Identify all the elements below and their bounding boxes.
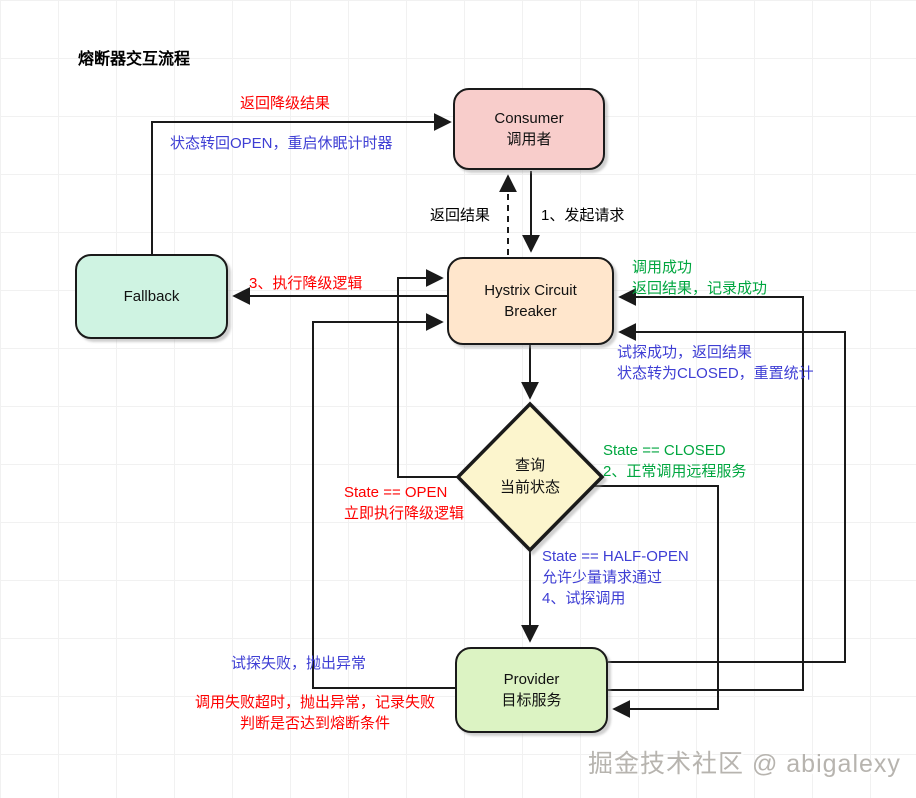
node-hystrix: Hystrix Circuit Breaker (447, 257, 614, 345)
label-return-degraded: 返回降级结果 (240, 95, 331, 112)
label-invoke-success: 调用成功 返回结果，记录成功 (632, 259, 768, 297)
label-state-back-open: 状态转回OPEN，重启休眠计时器 (170, 135, 393, 152)
label-exec-fallback: 3、执行降级逻辑 (249, 275, 363, 292)
label-state-open: State == OPEN 立即执行降级逻辑 (344, 484, 465, 522)
label-initiate-request: 1、发起请求 (541, 207, 625, 224)
label-probe-fail: 试探失败，抛出异常 (231, 655, 367, 672)
label-state-closed: State == CLOSED 2、正常调用远程服务 (603, 442, 747, 480)
diagram-title: 熔断器交互流程 (78, 51, 191, 68)
edge-invoke-success (608, 288, 804, 691)
decision-diamond-shape (455, 401, 605, 553)
label-call-fail: 调用失败超时，抛出异常，记录失败 判断是否达到熔断条件 (194, 694, 435, 732)
edge-state-closed (594, 485, 719, 718)
node-consumer: Consumer 调用者 (453, 88, 605, 170)
label-probe-success: 试探成功，返回结果 状态转为CLOSED，重置统计 (617, 344, 814, 382)
node-decision-label: 查询 当前状态 (499, 457, 560, 496)
edge-provider-fail (312, 313, 455, 689)
edge-probe-success (608, 323, 846, 663)
watermark: 掘金技术社区 @ abigalexy (588, 750, 901, 778)
label-state-half-open: State == HALF-OPEN 允许少量请求通过 4、试探调用 (542, 548, 689, 607)
node-provider: Provider 目标服务 (455, 647, 608, 733)
edge-fallback-to-consumer (151, 113, 452, 254)
edge-state-open (397, 269, 458, 478)
node-fallback: Fallback (75, 254, 228, 339)
label-return-result: 返回结果 (430, 207, 491, 224)
